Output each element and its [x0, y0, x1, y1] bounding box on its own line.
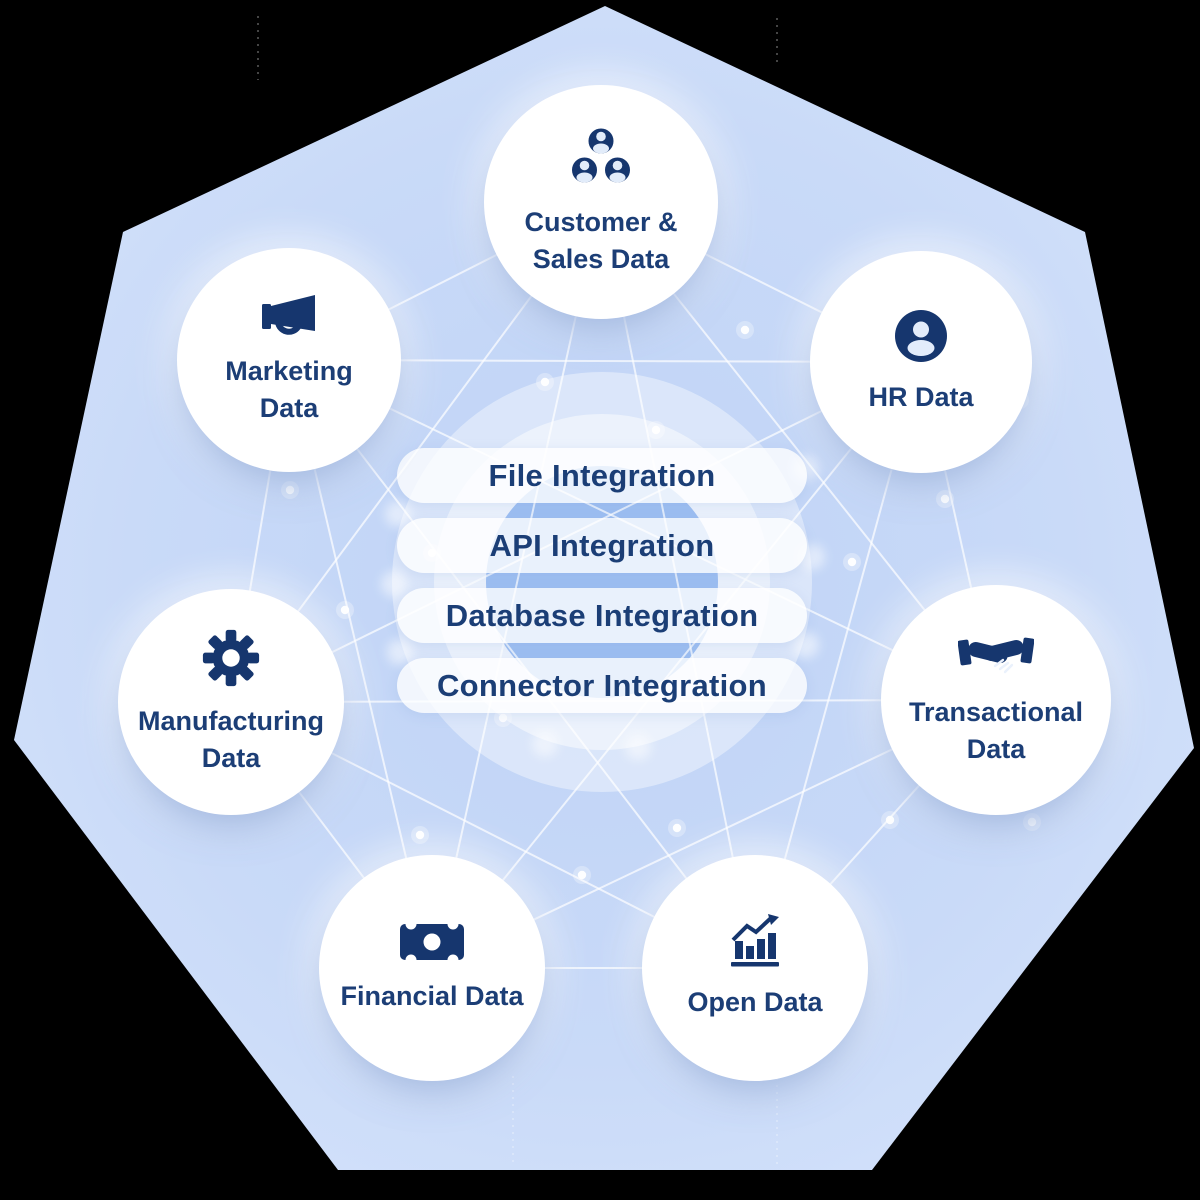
- node-label: Manufacturing Data: [138, 703, 324, 778]
- pill-database-integration: Database Integration: [397, 588, 807, 643]
- node-open-data: Open Data: [642, 855, 868, 1081]
- node-hr-data: HR Data: [810, 251, 1032, 473]
- node-marketing-data: Marketing Data: [177, 248, 401, 472]
- node-financial-data: Financial Data: [319, 855, 545, 1081]
- node-transactional-data: Transactional Data: [881, 585, 1111, 815]
- banknote-icon: [400, 924, 464, 961]
- node-label-line2: Sales Data: [532, 244, 670, 274]
- node-label: Customer & Sales Data: [524, 204, 677, 279]
- node-label-line2: Data: [201, 743, 261, 773]
- node-label: HR Data: [868, 379, 973, 416]
- node-label: Marketing Data: [225, 353, 353, 428]
- node-label-line1: Marketing: [225, 355, 353, 386]
- megaphone-icon: [262, 294, 315, 335]
- node-label-line1: Financial Data: [340, 981, 524, 1012]
- node-customer-sales-data: Customer & Sales Data: [484, 85, 718, 319]
- node-label-line2: Data: [966, 734, 1026, 764]
- node-label: Financial Data: [340, 978, 523, 1015]
- node-label-line1: Manufacturing: [138, 705, 324, 736]
- node-label: Open Data: [687, 984, 822, 1021]
- node-label-line2: Data: [259, 393, 319, 423]
- person-icon: [895, 310, 947, 363]
- handshake-icon: [958, 637, 1034, 673]
- node-label-line1: Open Data: [687, 987, 823, 1018]
- node-label: Transactional Data: [909, 694, 1083, 769]
- pill-connector-integration: Connector Integration: [397, 658, 807, 713]
- pill-api-integration: API Integration: [397, 518, 807, 573]
- node-label-line1: Transactional: [908, 696, 1084, 727]
- node-manufacturing-data: Manufacturing Data: [118, 589, 344, 815]
- growth-chart-icon: [731, 914, 779, 967]
- node-label-line1: HR Data: [868, 382, 974, 413]
- gear-icon: [202, 629, 260, 686]
- pill-file-integration: File Integration: [397, 448, 807, 503]
- node-label-line1: Customer &: [524, 206, 678, 237]
- people-group-icon: [569, 125, 633, 186]
